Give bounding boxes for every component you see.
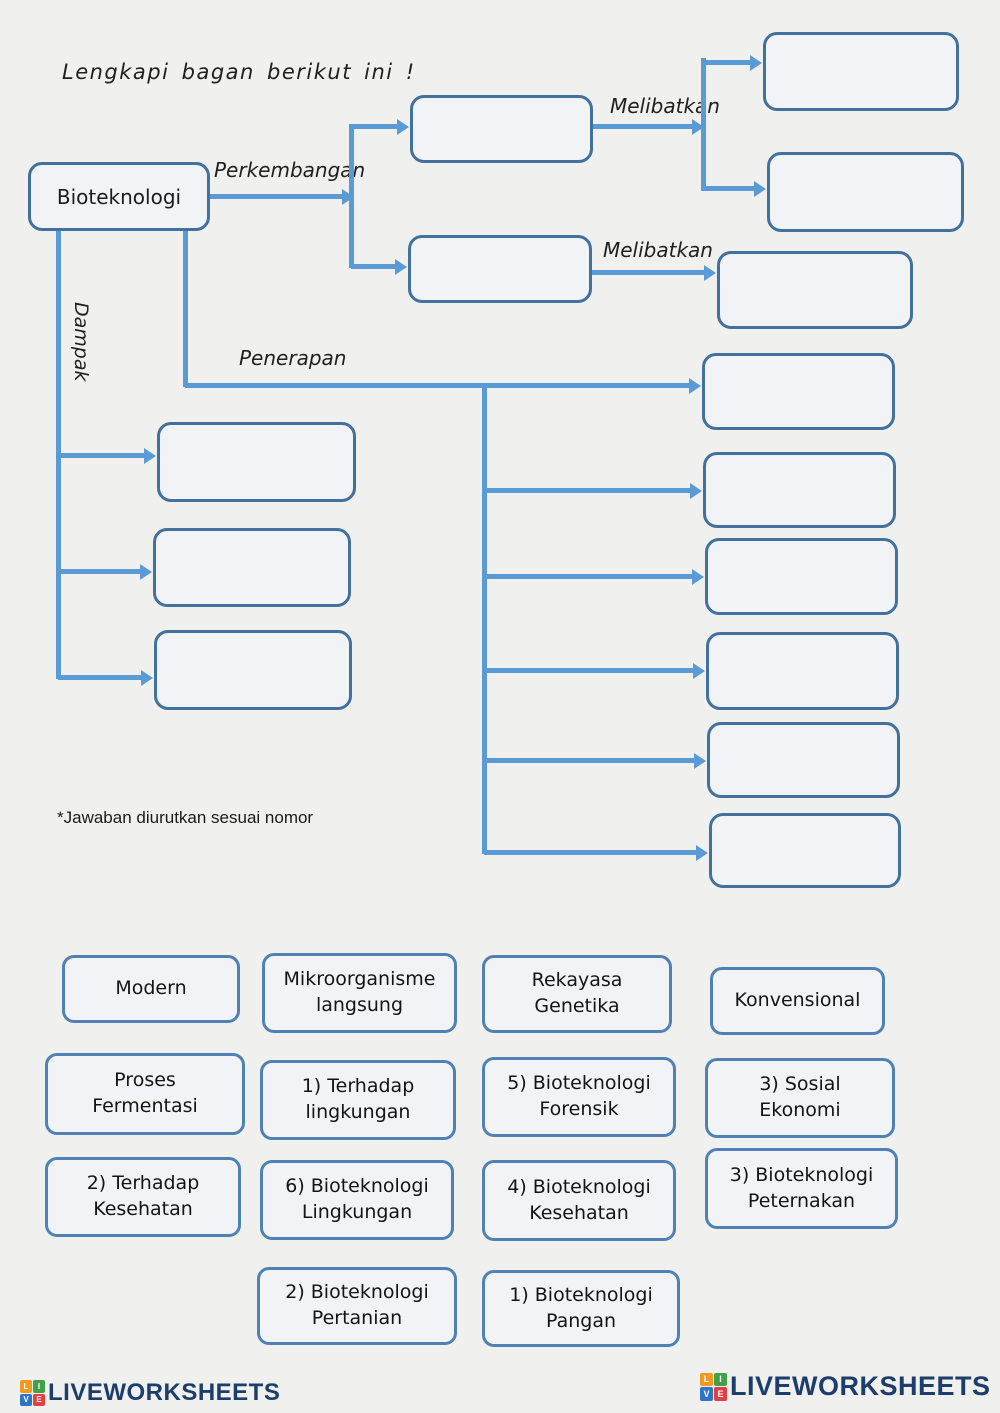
chip-label: langsung bbox=[315, 994, 404, 1016]
connector-dampak-arrow-2 bbox=[58, 563, 152, 580]
connector-fork2-top-arrow bbox=[703, 54, 762, 71]
connector-fork1-spine bbox=[349, 124, 354, 268]
root-node-bioteknologi: Bioteknologi bbox=[28, 162, 210, 231]
answer-chip-mikroorganisme-langsung[interactable]: Mikroorganisme langsung bbox=[262, 953, 457, 1033]
chip-label: 3) Bioteknologi bbox=[729, 1163, 874, 1186]
connector-penerapan-branch-5 bbox=[484, 752, 706, 769]
connector-penerapan-elbow bbox=[183, 231, 188, 387]
connector-dampak-spine bbox=[56, 231, 61, 679]
slot-dampak-2[interactable] bbox=[153, 528, 351, 607]
answer-chip-bioteknologi-pertanian[interactable]: 2) Bioteknologi Pertanian bbox=[257, 1267, 457, 1345]
chip-label: 6) Bioteknologi bbox=[285, 1175, 429, 1198]
liveworksheets-logo-icon: L I V E bbox=[700, 1372, 727, 1401]
liveworksheets-logo-icon: L I V E bbox=[20, 1380, 45, 1406]
chip-label: Lingkungan bbox=[301, 1201, 413, 1223]
slot-penerapan-6[interactable] bbox=[709, 813, 901, 888]
chip-label: 1) Terhadap bbox=[301, 1075, 415, 1098]
edge-label-penerapan: Penerapan bbox=[239, 346, 347, 370]
slot-dampak-3[interactable] bbox=[154, 630, 352, 710]
logo-tile-e: E bbox=[714, 1387, 727, 1401]
chip-label: lingkungan bbox=[305, 1101, 411, 1123]
connector-fork2-bottom-arrow bbox=[703, 180, 766, 197]
answer-chip-sosial-ekonomi[interactable]: 3) Sosial Ekonomi bbox=[705, 1058, 895, 1138]
chip-label: Pertanian bbox=[311, 1307, 403, 1329]
answer-chip-proses-fermentasi[interactable]: Proses Fermentasi bbox=[45, 1053, 245, 1135]
connector-penerapan-arrow bbox=[185, 377, 701, 394]
answer-chip-bioteknologi-kesehatan[interactable]: 4) Bioteknologi Kesehatan bbox=[482, 1160, 676, 1241]
connector-perkembangan-arrow bbox=[210, 188, 354, 205]
answer-chip-rekayasa-genetika[interactable]: Rekayasa Genetika bbox=[482, 955, 672, 1033]
connector-melibatkan1-arrow bbox=[593, 118, 704, 135]
answer-chip-bioteknologi-lingkungan[interactable]: 6) Bioteknologi Lingkungan bbox=[260, 1160, 454, 1240]
chip-label: 2) Bioteknologi bbox=[285, 1281, 429, 1304]
chip-label: 4) Bioteknologi bbox=[507, 1175, 651, 1198]
connector-fork1-top-arrow bbox=[351, 118, 409, 135]
logo-tile-i: I bbox=[33, 1380, 45, 1393]
connector-dampak-arrow-1 bbox=[58, 447, 156, 464]
liveworksheets-logo-right[interactable]: L I V E LIVEWORKSHEETS bbox=[700, 1371, 991, 1402]
connector-fork1-bottom-arrow bbox=[351, 258, 407, 275]
connector-melibatkan2-arrow bbox=[592, 264, 716, 281]
chip-label: 1) Bioteknologi bbox=[509, 1283, 653, 1306]
edge-label-dampak: Dampak bbox=[70, 302, 92, 382]
root-node-label: Bioteknologi bbox=[56, 184, 182, 209]
page-title: Lengkapi bagan berikut ini ! bbox=[62, 60, 416, 84]
connector-penerapan-spine bbox=[482, 383, 487, 854]
connector-penerapan-branch-6 bbox=[484, 844, 708, 861]
connector-penerapan-branch-2 bbox=[484, 482, 702, 499]
answer-chip-bioteknologi-pangan[interactable]: 1) Bioteknologi Pangan bbox=[482, 1270, 680, 1347]
chip-label: Ekonomi bbox=[759, 1099, 841, 1121]
logo-tile-e: E bbox=[33, 1393, 45, 1406]
edge-label-perkembangan: Perkembangan bbox=[214, 158, 366, 182]
slot-melibatkan-2[interactable] bbox=[717, 251, 913, 329]
chip-label: Rekayasa bbox=[531, 969, 623, 992]
instruction-note: *Jawaban diurutkan sesuai nomor bbox=[57, 808, 314, 827]
chip-label: 2) Terhadap bbox=[86, 1172, 200, 1195]
slot-penerapan-1[interactable] bbox=[702, 353, 895, 430]
slot-penerapan-4[interactable] bbox=[706, 632, 899, 710]
slot-penerapan-3[interactable] bbox=[705, 538, 898, 615]
slot-penerapan-2[interactable] bbox=[703, 452, 896, 528]
chip-label: 5) Bioteknologi bbox=[507, 1072, 651, 1095]
logo-tile-v: V bbox=[700, 1387, 713, 1401]
connector-penerapan-branch-3 bbox=[484, 568, 704, 585]
chip-label: Pangan bbox=[545, 1309, 617, 1332]
answer-chip-modern[interactable]: Modern bbox=[62, 955, 240, 1023]
answer-chip-terhadap-kesehatan[interactable]: 2) Terhadap Kesehatan bbox=[45, 1157, 241, 1237]
chip-label: Fermentasi bbox=[92, 1095, 198, 1117]
slot-dampak-1[interactable] bbox=[157, 422, 356, 502]
slot-melibatkan-1a[interactable] bbox=[763, 32, 959, 111]
chip-label: Genetika bbox=[534, 995, 620, 1017]
connector-penerapan-branch-4 bbox=[484, 662, 705, 679]
answer-chip-terhadap-lingkungan[interactable]: 1) Terhadap lingkungan bbox=[260, 1060, 456, 1140]
slot-penerapan-5[interactable] bbox=[707, 722, 900, 798]
logo-tile-l: L bbox=[20, 1380, 32, 1393]
brand-wordmark: LIVEWORKSHEETS bbox=[730, 1371, 991, 1401]
answer-chip-bioteknologi-peternakan[interactable]: 3) Bioteknologi Peternakan bbox=[705, 1148, 898, 1229]
connector-fork2-spine bbox=[701, 58, 706, 191]
chip-label: Konvensional bbox=[734, 989, 861, 1012]
logo-tile-i: I bbox=[714, 1372, 727, 1386]
logo-tile-l: L bbox=[700, 1372, 713, 1386]
slot-perkembangan-1[interactable] bbox=[410, 95, 593, 163]
chip-label: Kesehatan bbox=[529, 1201, 629, 1224]
chip-label: Forensik bbox=[539, 1098, 619, 1120]
logo-tile-v: V bbox=[20, 1393, 32, 1406]
brand-wordmark: LIVEWORKSHEETS bbox=[48, 1379, 281, 1406]
chip-label: Proses bbox=[114, 1069, 176, 1092]
chip-label: Kesehatan bbox=[93, 1198, 193, 1220]
edge-label-melibatkan-2: Melibatkan bbox=[603, 238, 713, 262]
answer-chip-konvensional[interactable]: Konvensional bbox=[710, 967, 885, 1035]
connector-dampak-arrow-3 bbox=[58, 669, 153, 686]
slot-perkembangan-2[interactable] bbox=[408, 235, 592, 303]
chip-label: Modern bbox=[115, 977, 187, 1000]
chip-label: Peternakan bbox=[747, 1189, 856, 1212]
chip-label: Mikroorganisme bbox=[283, 968, 436, 991]
answer-chip-bioteknologi-forensik[interactable]: 5) Bioteknologi Forensik bbox=[482, 1057, 676, 1137]
liveworksheets-logo-left[interactable]: L I V E LIVEWORKSHEETS bbox=[20, 1379, 280, 1407]
chip-label: 3) Sosial bbox=[759, 1073, 841, 1096]
slot-melibatkan-1b[interactable] bbox=[767, 152, 964, 232]
